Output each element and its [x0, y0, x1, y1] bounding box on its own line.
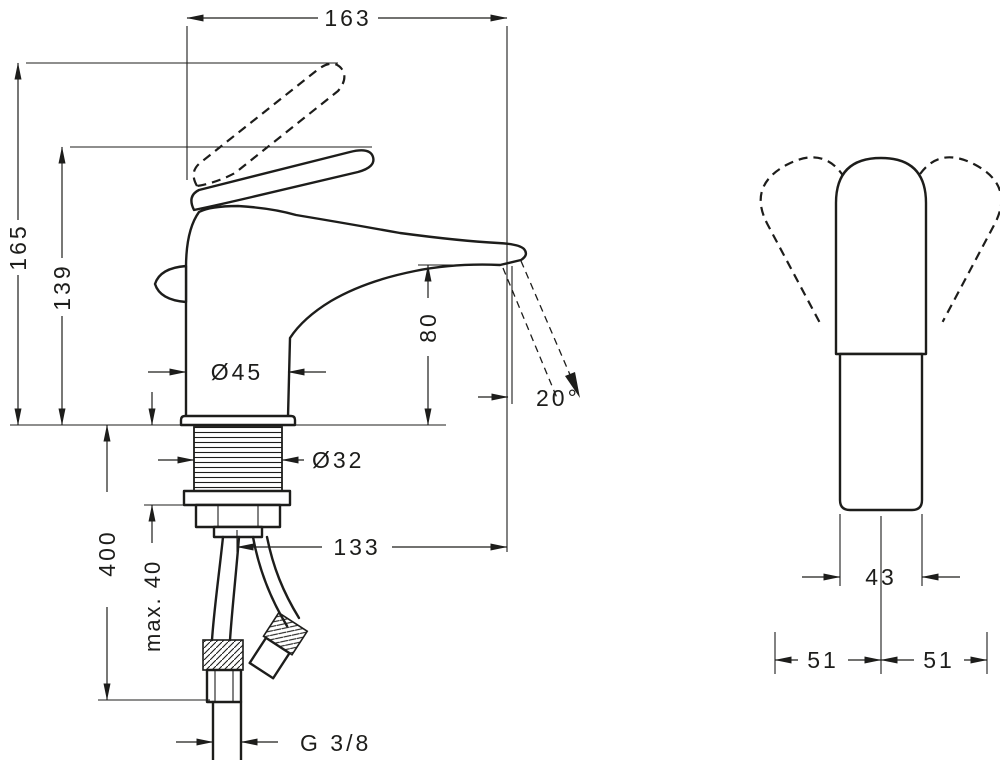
- handle-solid-outline: [190, 149, 375, 212]
- dim-overall-depth-label: 163: [324, 5, 371, 31]
- mounting-flange: [182, 489, 292, 507]
- dim-body-width: 43: [802, 564, 960, 590]
- dim-connection-thread: G 3/8: [176, 730, 371, 756]
- dim-connection-thread-label: G 3/8: [300, 730, 371, 756]
- dim-width-right: 51: [880, 647, 988, 673]
- threaded-shank: [193, 426, 283, 492]
- dim-height-to-handle-label: 139: [49, 263, 75, 310]
- front-handle-outline: [834, 156, 928, 356]
- dim-spout-height-label: 80: [415, 311, 441, 343]
- hose-coupling-right: [248, 636, 291, 680]
- dim-spout-height: 80: [415, 264, 441, 426]
- dim-overall-depth: 163: [186, 5, 508, 31]
- dim-width-left: 51: [774, 647, 882, 673]
- supply-hose-left: [202, 535, 244, 762]
- dim-stream-angle-label: 20°: [536, 385, 580, 411]
- dim-shank-diameter-label: Ø32: [312, 447, 364, 473]
- dim-width-right-label: 51: [923, 647, 955, 673]
- dim-body-width-label: 43: [865, 564, 897, 590]
- dim-shank-diameter: Ø32: [158, 447, 364, 473]
- dim-spout-reach: 133: [236, 534, 508, 560]
- dim-hose-length-label: 400: [94, 529, 120, 576]
- handle-swing-left-dashed: [759, 156, 900, 323]
- hose-collar: [212, 525, 264, 539]
- dim-hose-length: 400: [94, 424, 120, 701]
- dim-body-diameter: Ø45: [148, 359, 326, 385]
- base-plate: [179, 414, 297, 427]
- dim-width-left-label: 51: [807, 647, 839, 673]
- dim-height-to-handle: 139: [49, 146, 75, 426]
- water-stream-annotation: 20°: [478, 260, 580, 411]
- dim-max-counter-thickness-label: max. 40: [140, 560, 165, 652]
- pull-rod-knob: [153, 264, 188, 304]
- dim-total-height: 165: [5, 62, 31, 426]
- stream-direction-arrow: [565, 372, 580, 398]
- handle-swing-right-dashed: [862, 156, 1000, 323]
- stream-line-2: [520, 260, 578, 392]
- front-view: 43 51 51: [759, 156, 1000, 674]
- dim-spout-reach-label: 133: [333, 534, 380, 560]
- stream-line-1: [502, 267, 558, 399]
- handle-raised-dashed-outline: [192, 62, 346, 188]
- side-view: 20° 163 165: [5, 5, 580, 762]
- dim-max-counter-thickness: max. 40: [140, 392, 165, 652]
- mounting-nut: [194, 503, 282, 529]
- dim-total-height-label: 165: [5, 223, 31, 270]
- supply-hose-right: [248, 535, 309, 680]
- faucet-body-spout-outline: [184, 204, 528, 419]
- hose-coupling-left: [205, 668, 243, 704]
- hose-connector-left: [202, 639, 244, 671]
- dim-body-diameter-label: Ø45: [211, 359, 263, 385]
- front-body-outline: [838, 352, 924, 512]
